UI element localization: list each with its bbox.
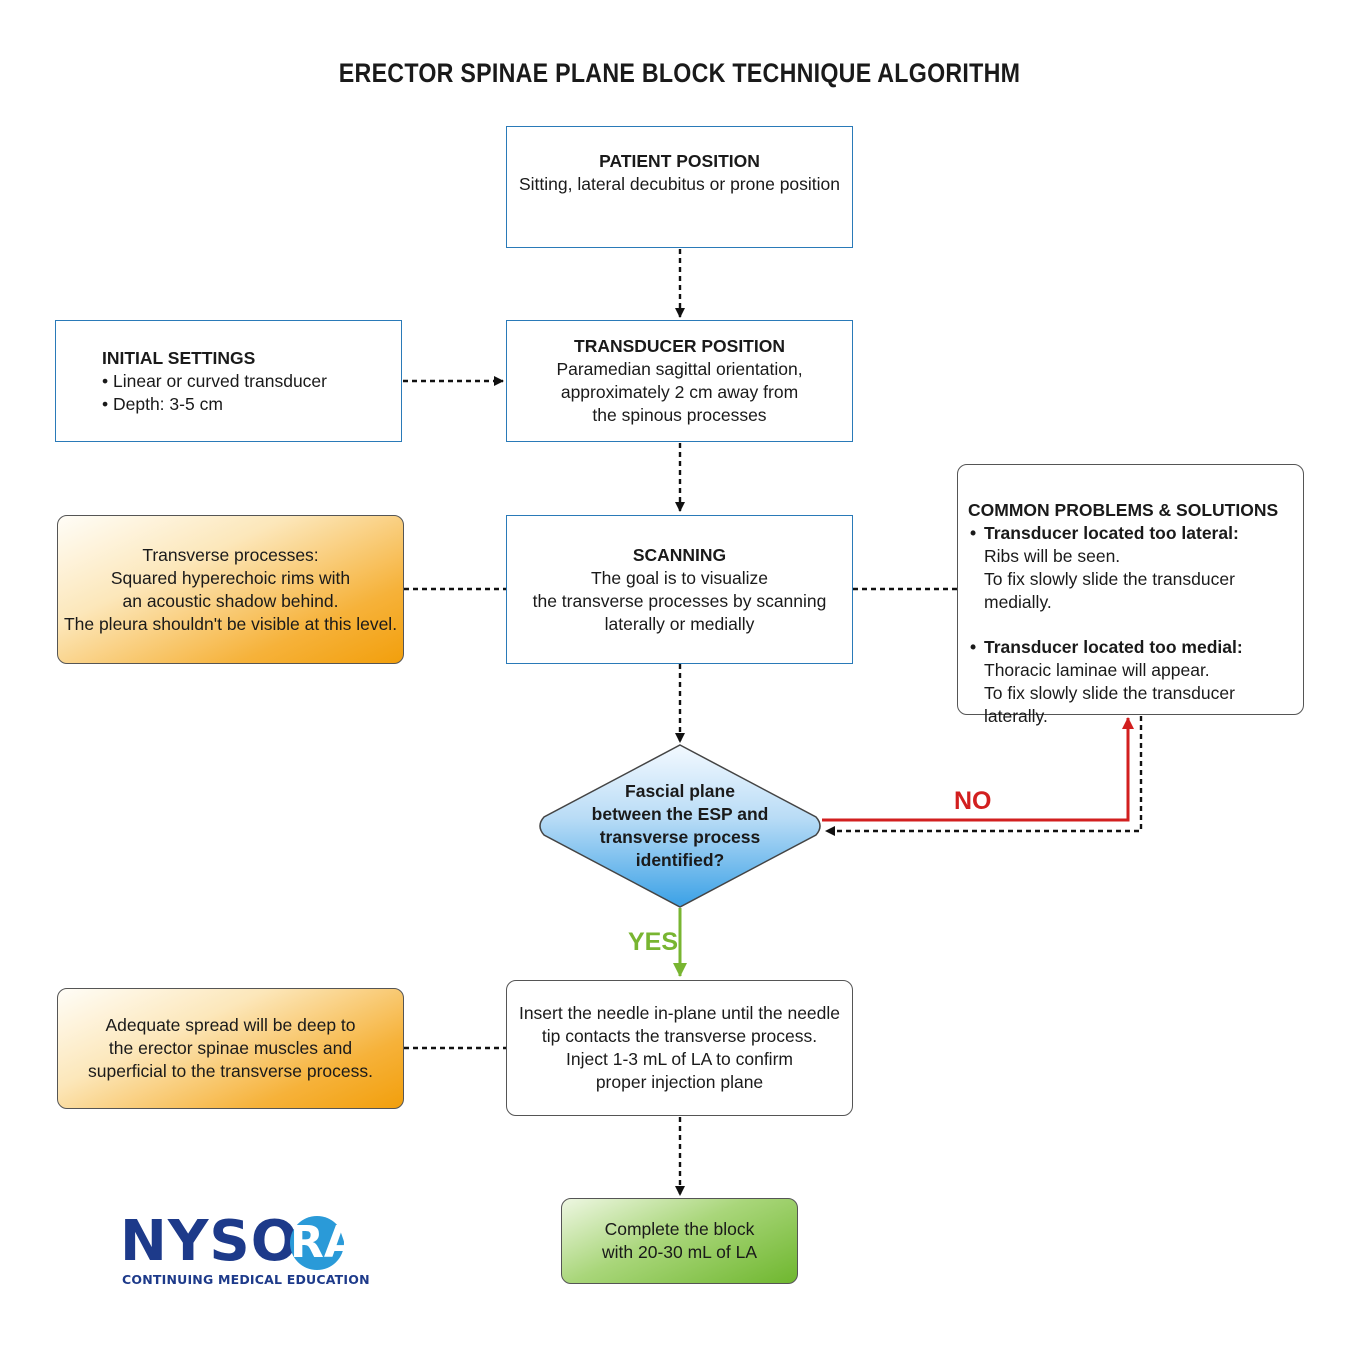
insert-needle-line: Inject 1-3 mL of LA to confirm <box>566 1049 793 1069</box>
scanning-line: the transverse processes by scanning <box>532 590 827 611</box>
problem-line: To fix slowly slide the transducer media… <box>984 569 1235 612</box>
diagram-title: ERECTOR SPINAE PLANE BLOCK TECHNIQUE ALG… <box>338 58 1021 88</box>
complete-block-box: Complete the block with 20-30 mL of LA <box>561 1198 798 1284</box>
initial-settings-item: • Depth: 3-5 cm <box>102 393 223 414</box>
problem-line: Ribs will be seen. <box>984 546 1121 566</box>
bullet-icon: • <box>970 637 977 657</box>
insert-needle-line: proper injection plane <box>595 1072 764 1092</box>
problem-heading: Transducer located too lateral: <box>984 523 1239 543</box>
problem-heading: Transducer located too medial: <box>984 637 1243 657</box>
yes-label: YES <box>628 928 679 956</box>
initial-settings-box: INITIAL SETTINGS • Linear or curved tran… <box>55 320 402 442</box>
insert-needle-line: Insert the needle in-plane until the nee… <box>518 1003 841 1023</box>
decision-line: between the ESP and <box>591 804 769 824</box>
transducer-position-heading: TRANSDUCER POSITION <box>574 336 785 356</box>
nysora-logo: NYSO RA CONTINUING MEDICAL EDUCATION <box>120 1209 370 1292</box>
patient-position-body: Sitting, lateral decubitus or prone posi… <box>518 174 841 194</box>
transducer-position-line: the spinous processes <box>592 405 767 425</box>
patient-position-heading: PATIENT POSITION <box>599 151 760 171</box>
no-arrow <box>822 717 1134 822</box>
problem-item-lateral: • Transducer located too lateral: Ribs wi… <box>968 522 1303 614</box>
problem-item-medial: • Transducer located too medial: Thoracic… <box>968 636 1303 728</box>
no-label: NO <box>954 787 992 815</box>
complete-line: with 20-30 mL of LA <box>602 1242 757 1262</box>
decision-text: Fascial plane between the ESP and transv… <box>570 770 790 882</box>
transverse-note-line: an acoustic shadow behind. <box>122 590 339 611</box>
decision-line: identified? <box>635 850 725 870</box>
transducer-position-line: approximately 2 cm away from <box>560 382 799 402</box>
bullet-icon: • <box>970 523 977 543</box>
insert-needle-box: Insert the needle in-plane until the nee… <box>506 980 853 1116</box>
scanning-box: SCANNING The goal is to visualize the tr… <box>506 515 853 664</box>
spread-note-line: superficial to the transverse process. <box>88 1061 373 1081</box>
scanning-line: The goal is to visualize <box>590 567 769 588</box>
spread-note-line: Adequate spread will be deep to <box>105 1015 356 1035</box>
decision-line: Fascial plane <box>625 781 735 801</box>
logo-circle-letter: RA <box>290 1217 358 1268</box>
adequate-spread-note: Adequate spread will be deep to the erec… <box>57 988 404 1109</box>
common-problems-box: COMMON PROBLEMS & SOLUTIONS • Transducer … <box>957 464 1304 726</box>
logo-wordmark: NYSO <box>120 1209 300 1274</box>
problem-line: To fix slowly slide the transducer later… <box>984 683 1235 726</box>
transverse-note-line: Transverse processes: <box>142 544 319 565</box>
transverse-processes-note: Transverse processes: Squared hyperechoi… <box>57 515 404 664</box>
complete-line: Complete the block <box>604 1219 755 1239</box>
problems-heading: COMMON PROBLEMS & SOLUTIONS <box>968 500 1279 520</box>
decision-diamond <box>539 744 821 908</box>
logo-subtitle: CONTINUING MEDICAL EDUCATION <box>122 1272 370 1287</box>
initial-settings-item: • Linear or curved transducer <box>102 370 327 391</box>
transducer-position-line: Paramedian sagittal orientation, <box>556 359 803 379</box>
problem-line: Thoracic laminae will appear. <box>984 660 1210 680</box>
scanning-heading: SCANNING <box>632 544 727 565</box>
spread-note-line: the erector spinae muscles and <box>108 1038 353 1058</box>
arrow-problems-to-decision <box>825 716 1143 836</box>
transverse-note-line: The pleura shouldn't be visible at this … <box>63 613 398 634</box>
patient-position-box: PATIENT POSITION Sitting, lateral decubi… <box>506 126 853 248</box>
decision-line: transverse process <box>599 827 761 847</box>
insert-needle-line: tip contacts the transverse process. <box>541 1026 818 1046</box>
initial-settings-heading: INITIAL SETTINGS <box>102 347 256 368</box>
logo-circle-icon: RA <box>290 1216 358 1270</box>
transducer-position-box: TRANSDUCER POSITION Paramedian sagittal … <box>506 320 853 442</box>
transverse-note-line: Squared hyperechoic rims with <box>110 567 351 588</box>
scanning-line: laterally or medially <box>604 613 755 634</box>
